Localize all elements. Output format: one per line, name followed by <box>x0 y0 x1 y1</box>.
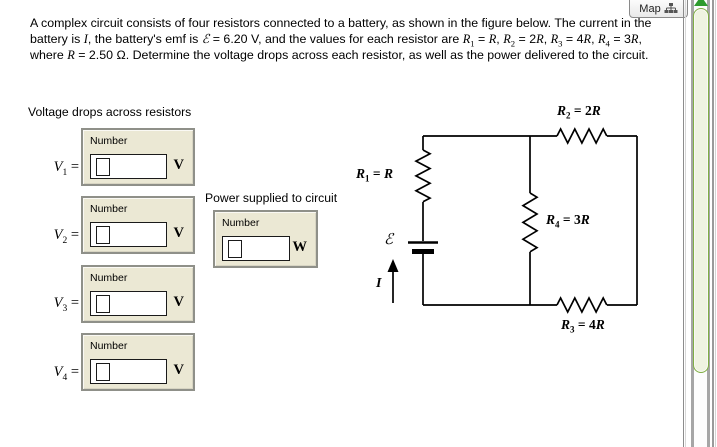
v3-format-label: Number <box>90 271 128 284</box>
up-triangle-icon <box>694 0 708 6</box>
map-button-label: Map <box>639 2 661 15</box>
problem-statement: A complex circuit consists of four resis… <box>30 16 652 62</box>
current-label: I <box>376 276 382 291</box>
v1-answer-panel: Number V <box>81 128 195 186</box>
v3-answer-panel: Number V <box>81 264 195 323</box>
v4-unit: V <box>173 361 184 378</box>
v2-answer-panel: Number V <box>81 196 195 254</box>
v2-unit: V <box>173 225 184 241</box>
v4-answer-input[interactable] <box>90 358 167 384</box>
r2-label: R2 = 2R <box>557 103 601 121</box>
content-frame-line <box>683 0 684 447</box>
v3-label: V3 = <box>53 295 79 314</box>
current-arrow-head <box>387 259 399 272</box>
sitemap-icon <box>664 3 678 13</box>
power-unit: W <box>292 239 308 255</box>
map-button[interactable]: Map <box>629 0 688 18</box>
power-answer-input[interactable] <box>222 236 290 261</box>
scrollbar-thumb[interactable] <box>692 8 709 373</box>
v1-unit: V <box>173 157 184 173</box>
resistor-r2-symbol <box>556 127 608 145</box>
v1-format-label: Number <box>90 135 128 147</box>
resistor-r3-symbol <box>556 296 608 314</box>
v2-format-label: Number <box>90 203 128 215</box>
power-entry-box-icon <box>228 240 242 258</box>
v4-format-label: Number <box>90 339 128 352</box>
r4-label: R4 = 3R <box>546 212 590 230</box>
v3-unit: V <box>173 293 184 310</box>
r1-label: R1 = R <box>356 166 393 184</box>
v2-entry-box-icon <box>96 226 110 244</box>
power-answer-panel: Number W <box>213 210 318 268</box>
v1-label: V1 = <box>53 159 79 178</box>
v3-entry-box-icon <box>96 294 110 313</box>
r3-label: R3 = 4R <box>561 317 605 335</box>
v3-answer-input[interactable] <box>90 290 167 316</box>
window-edge-line <box>712 0 714 447</box>
v1-entry-box-icon <box>96 158 110 176</box>
resistor-r1-symbol <box>414 149 432 203</box>
v4-answer-panel: Number V <box>81 332 195 391</box>
content-frame-highlight <box>685 0 686 447</box>
v2-answer-input[interactable] <box>90 222 167 247</box>
resistor-r4-symbol <box>521 192 539 253</box>
v4-label: V4 = <box>53 363 79 383</box>
power-format-label: Number <box>222 217 260 229</box>
circuit-diagram <box>387 127 638 314</box>
voltage-section-heading: Voltage drops across resistors <box>28 105 192 119</box>
emf-label: ℰ <box>384 230 394 248</box>
window-edge-highlight <box>715 0 716 447</box>
scroll-up-arrow[interactable] <box>694 0 708 7</box>
v4-entry-box-icon <box>96 362 110 381</box>
v1-answer-input[interactable] <box>90 154 167 179</box>
power-section-heading: Power supplied to circuit <box>205 191 338 205</box>
v2-label: V2 = <box>53 227 79 246</box>
